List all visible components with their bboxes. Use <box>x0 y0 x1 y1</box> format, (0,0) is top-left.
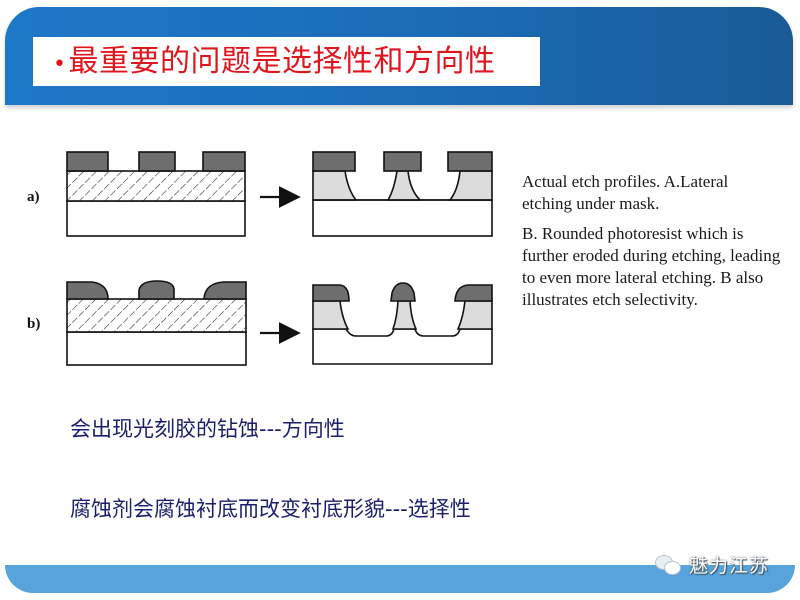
diagram-a-after <box>312 151 493 237</box>
slide-title: •最重要的问题是选择性和方向性 <box>53 43 496 79</box>
wechat-icon <box>655 553 681 575</box>
diagram-b-before <box>66 280 247 366</box>
panel-label-b: b) <box>27 316 40 332</box>
panel-label-a: a) <box>27 189 40 205</box>
bullet-icon: • <box>53 51 67 77</box>
slide-title-text: 最重要的问题是选择性和方向性 <box>68 43 496 79</box>
diagram-b-after <box>312 282 493 365</box>
diagram-a-before <box>66 151 246 237</box>
caption-paragraph-a: Actual etch profiles. A.Lateral etching … <box>522 172 729 213</box>
watermark: 魅力江苏 <box>655 552 770 577</box>
title-box: •最重要的问题是选择性和方向性 <box>33 37 540 86</box>
note-selectivity: 腐蚀剂会腐蚀衬底而改变衬底形貌---选择性 <box>70 497 471 521</box>
note-directionality: 会出现光刻胶的钻蚀---方向性 <box>70 417 345 441</box>
watermark-text: 魅力江苏 <box>689 554 770 577</box>
caption-paragraph-b: B. Rounded photoresist which is further … <box>522 224 781 309</box>
header-banner: •最重要的问题是选择性和方向性 <box>5 7 793 105</box>
figure-caption: Actual etch profiles. A.Lateral etching … <box>522 171 782 311</box>
